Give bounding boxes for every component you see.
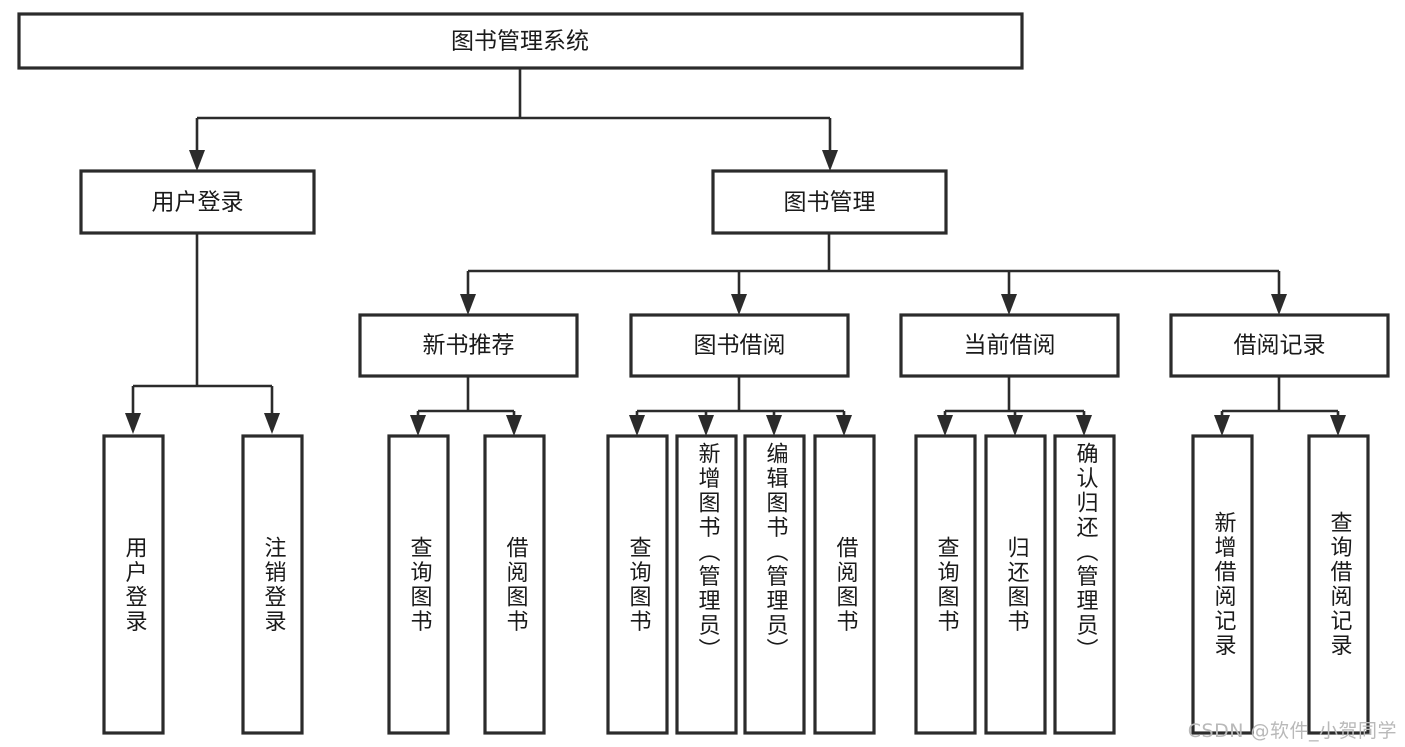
book-management-label: 图书管理 [784,190,876,216]
connector-current-borrow-to-leaves [937,376,1092,436]
arrowhead-icon [1271,294,1287,315]
node-book-borrow[interactable]: 图书借阅 [629,313,850,378]
arrowhead-icon [1007,415,1023,436]
leaf-box-borrow-book-2[interactable] [813,434,876,735]
leaf-box-edit-book-admin[interactable] [743,434,806,735]
connector-book-management-to-level3 [460,233,1287,315]
leaf-box-query-book-3[interactable] [914,434,977,735]
arrowhead-icon [937,415,953,436]
connector-root-to-level2 [189,68,838,171]
book-borrow-label: 图书借阅 [694,333,786,359]
root-box-shape [17,12,1024,70]
node-book-management[interactable]: 图书管理 [711,169,948,235]
leaf-box-user-login[interactable] [102,434,165,735]
arrowhead-icon [1076,415,1092,436]
leaf-box-confirm-return-admin[interactable] [1053,434,1116,735]
leaf-box-borrow-book-1[interactable] [483,434,546,735]
arrowhead-icon [836,415,852,436]
node-root[interactable]: 图书管理系统 [17,12,1024,70]
current-borrow-label: 当前借阅 [964,333,1056,359]
arrowhead-icon [822,150,838,171]
arrowhead-icon [731,294,747,315]
arrowhead-icon [264,413,280,434]
node-new-book-recommend[interactable]: 新书推荐 [358,313,579,378]
connector-new-book-recommend-to-leaves [410,376,522,436]
arrowhead-icon [1330,415,1346,436]
csdn-watermark: CSDN @软件_小贺同学 [1187,720,1397,742]
arrowhead-icon [506,415,522,436]
borrow-record-label: 借阅记录 [1234,333,1326,359]
node-borrow-record[interactable]: 借阅记录 [1169,313,1390,378]
arrowhead-icon [410,415,426,436]
leaf-box-query-borrow-record[interactable] [1307,434,1370,735]
arrowhead-icon [460,294,476,315]
connector-user-login-to-leaves [125,233,280,434]
leaf-box-add-borrow-record[interactable] [1191,434,1254,735]
arrowhead-icon [1001,294,1017,315]
new-book-recommend-box-shape [358,313,579,378]
user-login-label: 用户登录 [152,190,244,216]
leaf-box-query-book-1[interactable] [387,434,450,735]
node-current-borrow[interactable]: 当前借阅 [899,313,1120,378]
new-book-recommend-label: 新书推荐 [423,333,515,359]
current-borrow-box-shape [899,313,1120,378]
arrowhead-icon [1214,415,1230,436]
leaf-box-logout-login[interactable] [241,434,304,735]
connector-book-borrow-to-leaves [629,376,852,436]
leaf-box-query-book-2[interactable] [606,434,669,735]
node-user-login[interactable]: 用户登录 [79,169,316,235]
leaf-box-return-book[interactable] [984,434,1047,735]
arrowhead-icon [189,150,205,171]
connector-borrow-record-to-leaves [1214,376,1346,436]
root-label: 图书管理系统 [451,29,589,55]
arrowhead-icon [766,415,782,436]
arrowhead-icon [698,415,714,436]
leaf-box-add-book-admin[interactable] [675,434,738,735]
arrowhead-icon [629,415,645,436]
user-login-box-shape [79,169,316,235]
arrowhead-icon [125,413,141,434]
